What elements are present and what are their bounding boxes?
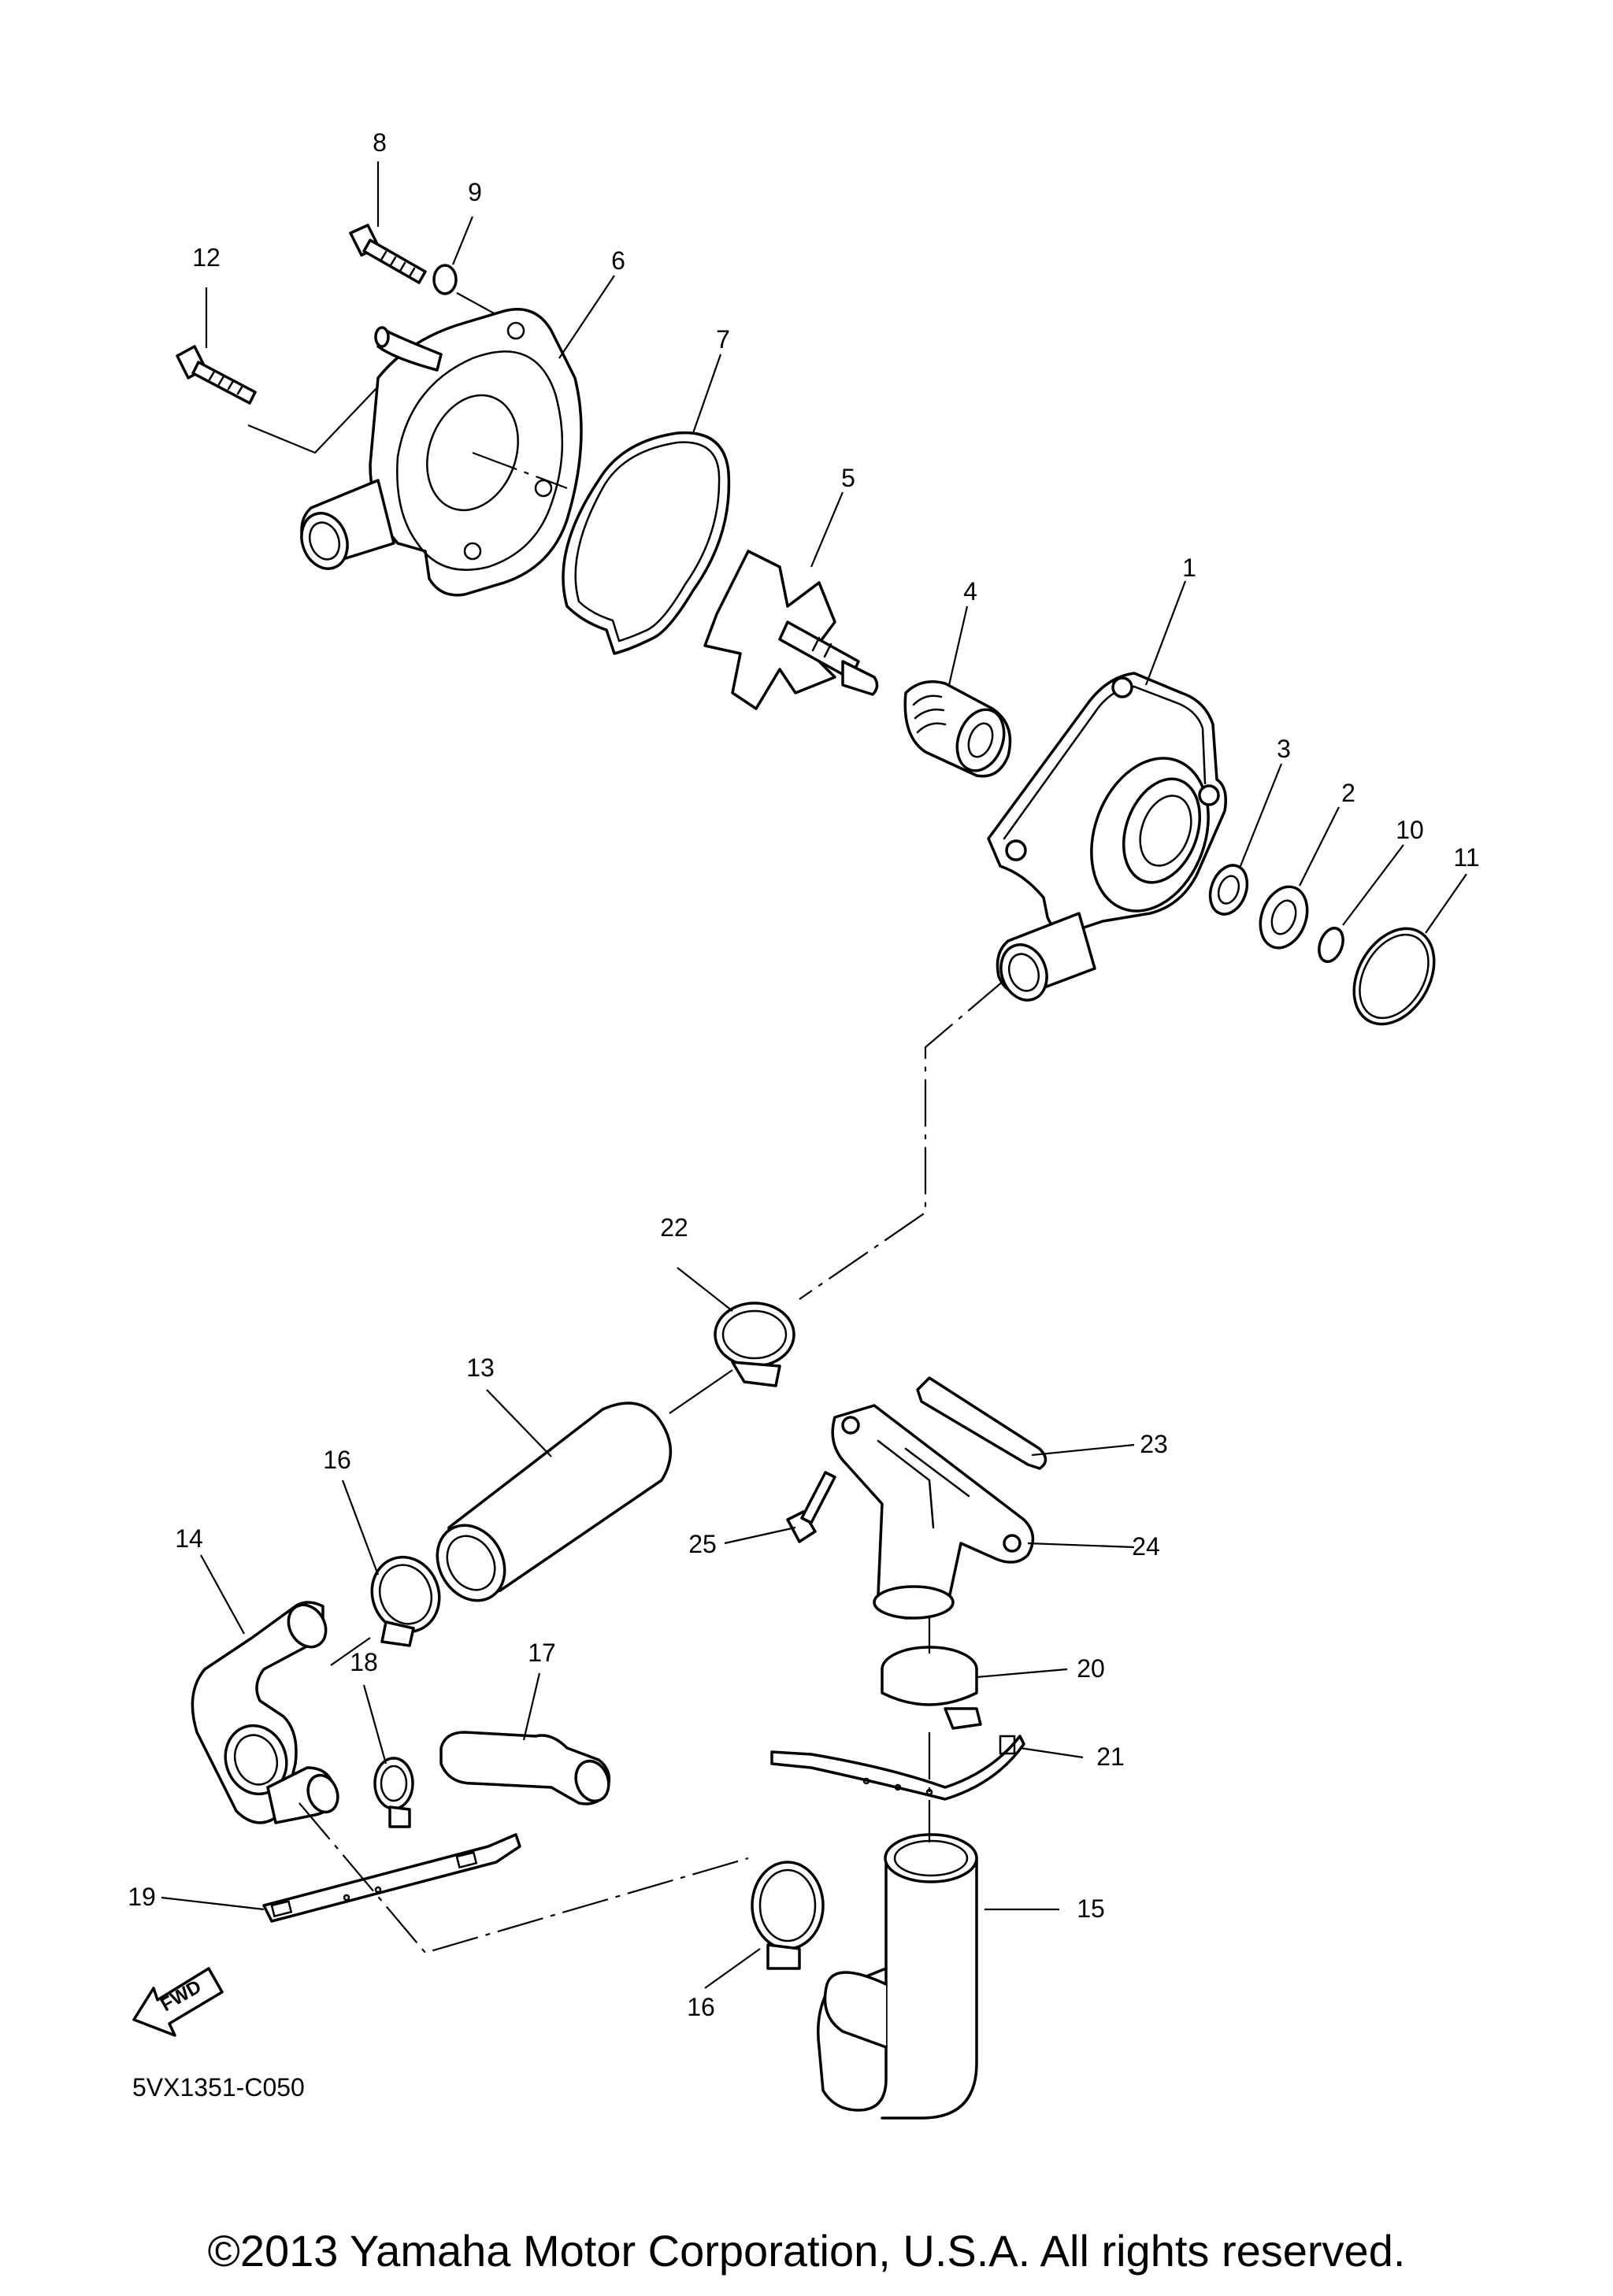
- callout-23: 23: [1140, 1430, 1168, 1458]
- diagram-code: 5VX1351-C050: [132, 2073, 305, 2102]
- part-12-bolt: [176, 345, 257, 405]
- part-23-gasket: [916, 1376, 1048, 1470]
- part-10-circlip: [1318, 927, 1344, 963]
- callout-13: 13: [466, 1354, 495, 1382]
- callout-16-upper: 16: [323, 1446, 351, 1474]
- callout-7: 7: [716, 325, 730, 354]
- part-19-bracket: [262, 1833, 521, 1923]
- callout-1: 1: [1182, 554, 1196, 582]
- part-21-bracket: [770, 1735, 1025, 1801]
- part-9-washer: [432, 264, 458, 295]
- callout-5: 5: [841, 464, 855, 492]
- part-3-oil-seal: [1208, 864, 1249, 916]
- part-6-pump-cover: [300, 308, 583, 597]
- callout-17: 17: [528, 1639, 556, 1667]
- part-7-gasket: [562, 431, 731, 655]
- callout-21: 21: [1096, 1742, 1125, 1771]
- callout-6: 6: [611, 246, 625, 275]
- callout-4: 4: [963, 577, 977, 605]
- callout-12: 12: [192, 243, 221, 272]
- part-11-o-ring: [1352, 927, 1436, 1026]
- fwd-direction-arrow: FWD: [132, 1967, 224, 2037]
- part-16-hose-clamp-lower: [751, 1861, 825, 1970]
- part-25-bolt: [786, 1471, 836, 1543]
- callout-11: 11: [1453, 843, 1479, 872]
- callout-19: 19: [128, 1883, 156, 1911]
- callout-25: 25: [688, 1530, 717, 1558]
- part-20-hose-clamp: [881, 1646, 982, 1730]
- part-18-hose-clamp: [373, 1757, 414, 1828]
- callout-14: 14: [175, 1524, 203, 1553]
- part-14-elbow-hose: [191, 1601, 339, 1824]
- callout-18: 18: [350, 1648, 378, 1676]
- callout-15: 15: [1077, 1894, 1105, 1923]
- part-1-pump-housing: [987, 672, 1227, 1002]
- part-4-mechanical-seal: [903, 680, 1012, 778]
- callout-24: 24: [1132, 1532, 1160, 1561]
- part-22-hose-clamp: [714, 1302, 795, 1387]
- callout-10: 10: [1396, 816, 1424, 844]
- part-16-hose-clamp-upper: [370, 1555, 441, 1647]
- callout-22: 22: [660, 1213, 688, 1242]
- callout-16-lower: 16: [687, 1993, 715, 2021]
- part-24-outlet-fitting: [831, 1404, 1035, 1620]
- part-2-bearing: [1259, 885, 1309, 950]
- callout-2: 2: [1341, 779, 1355, 807]
- part-17-hose: [439, 1731, 611, 1805]
- part-13-hose: [436, 1402, 672, 1602]
- part-8-bolt: [349, 224, 427, 284]
- copyright-notice: ©2013 Yamaha Motor Corporation, U.S.A. A…: [208, 2226, 1406, 2276]
- callout-20: 20: [1077, 1654, 1105, 1683]
- part-5-impeller-shaft: [703, 550, 879, 710]
- callout-8: 8: [373, 128, 387, 157]
- callout-3: 3: [1277, 735, 1291, 763]
- callout-9: 9: [468, 178, 482, 206]
- part-15-elbow-pipe: [817, 1833, 978, 2120]
